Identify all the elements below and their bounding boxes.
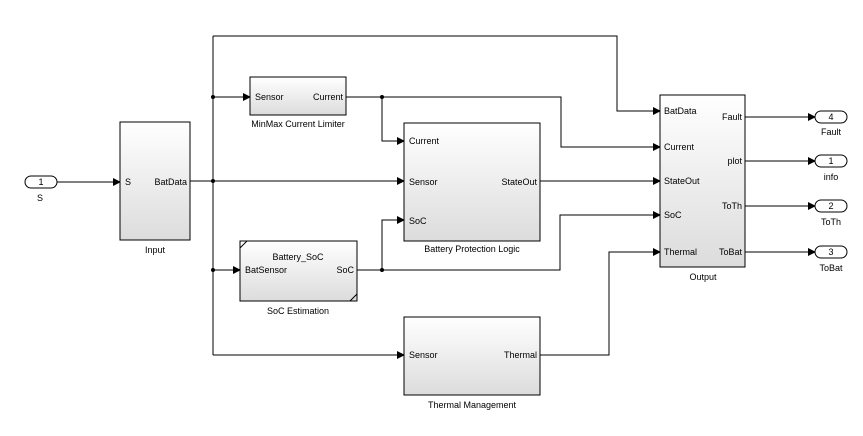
outport-label: info xyxy=(824,172,839,182)
model-reference-corner-icon xyxy=(239,240,358,302)
port-label: Sensor xyxy=(409,177,438,187)
branch-point xyxy=(211,268,215,272)
port-label: Current xyxy=(409,136,440,146)
signal-lines xyxy=(57,35,816,359)
port-label: ToTh xyxy=(722,201,742,211)
port-label: BatData xyxy=(154,177,187,187)
branch-point xyxy=(211,95,215,99)
outport-number: 4 xyxy=(828,112,833,122)
block-thermal-management[interactable]: Sensor Thermal Thermal Management xyxy=(403,316,541,410)
outport-number: 3 xyxy=(828,247,833,257)
block-title: Battery_SoC xyxy=(272,252,324,262)
block-input[interactable]: S BatData Input xyxy=(119,121,191,255)
outport-label: Fault xyxy=(821,127,842,137)
port-label: Thermal xyxy=(504,350,537,360)
outport-fault[interactable]: 4 Fault xyxy=(814,110,848,137)
signal-batdata-to-output[interactable] xyxy=(213,35,661,115)
branch-point xyxy=(380,268,384,272)
port-label: Current xyxy=(664,142,695,152)
port-label: Fault xyxy=(722,112,743,122)
block-name: Input xyxy=(145,245,166,255)
outport-tobat[interactable]: 3 ToBat xyxy=(814,245,848,273)
inport-label: S xyxy=(37,193,43,203)
block-output[interactable]: BatData Current StateOut SoC Thermal Fau… xyxy=(659,94,746,282)
outport-number: 2 xyxy=(828,201,833,211)
outport-toth[interactable]: 2 ToTh xyxy=(814,199,848,227)
port-label: Current xyxy=(313,92,344,102)
outport-label: ToBat xyxy=(819,263,843,273)
inport-number: 1 xyxy=(38,177,43,187)
block-name: Thermal Management xyxy=(428,400,517,410)
port-label: BatSensor xyxy=(245,265,287,275)
outport-info[interactable]: 1 info xyxy=(814,154,848,182)
outport-number: 1 xyxy=(828,156,833,166)
port-label: StateOut xyxy=(501,177,537,187)
port-label: StateOut xyxy=(664,176,700,186)
inport-s[interactable]: 1 S xyxy=(24,175,58,203)
block-name: Battery Protection Logic xyxy=(424,244,520,254)
port-label: plot xyxy=(727,156,742,166)
outport-label: ToTh xyxy=(821,217,841,227)
branch-point xyxy=(380,95,384,99)
signal-current-to-output[interactable] xyxy=(346,96,661,151)
port-label: BatData xyxy=(664,106,697,116)
block-name: Output xyxy=(689,272,717,282)
port-label: SoC xyxy=(336,265,354,275)
port-label: Sensor xyxy=(409,350,438,360)
port-label: ToBat xyxy=(719,247,743,257)
port-label: SoC xyxy=(409,216,427,226)
signal-soc-to-output[interactable] xyxy=(357,211,661,271)
signal-current-to-bpl[interactable] xyxy=(381,97,405,145)
signal-thermal-to-output[interactable] xyxy=(540,248,661,356)
block-name: SoC Estimation xyxy=(267,306,329,316)
signal-soc-to-bpl[interactable] xyxy=(381,216,405,270)
block-name: MinMax Current Limiter xyxy=(251,119,345,129)
block-soc-estimation[interactable]: Battery_SoC BatSensor SoC SoC Estimation xyxy=(239,240,358,316)
port-label: Thermal xyxy=(664,247,697,257)
port-label: Sensor xyxy=(255,92,284,102)
branch-point xyxy=(211,179,215,183)
block-minmax-current-limiter[interactable]: Sensor Current MinMax Current Limiter xyxy=(249,76,347,129)
port-label: SoC xyxy=(664,210,682,220)
block-battery-protection-logic[interactable]: Current Sensor SoC StateOut Battery Prot… xyxy=(403,122,541,254)
port-label: S xyxy=(125,177,131,187)
